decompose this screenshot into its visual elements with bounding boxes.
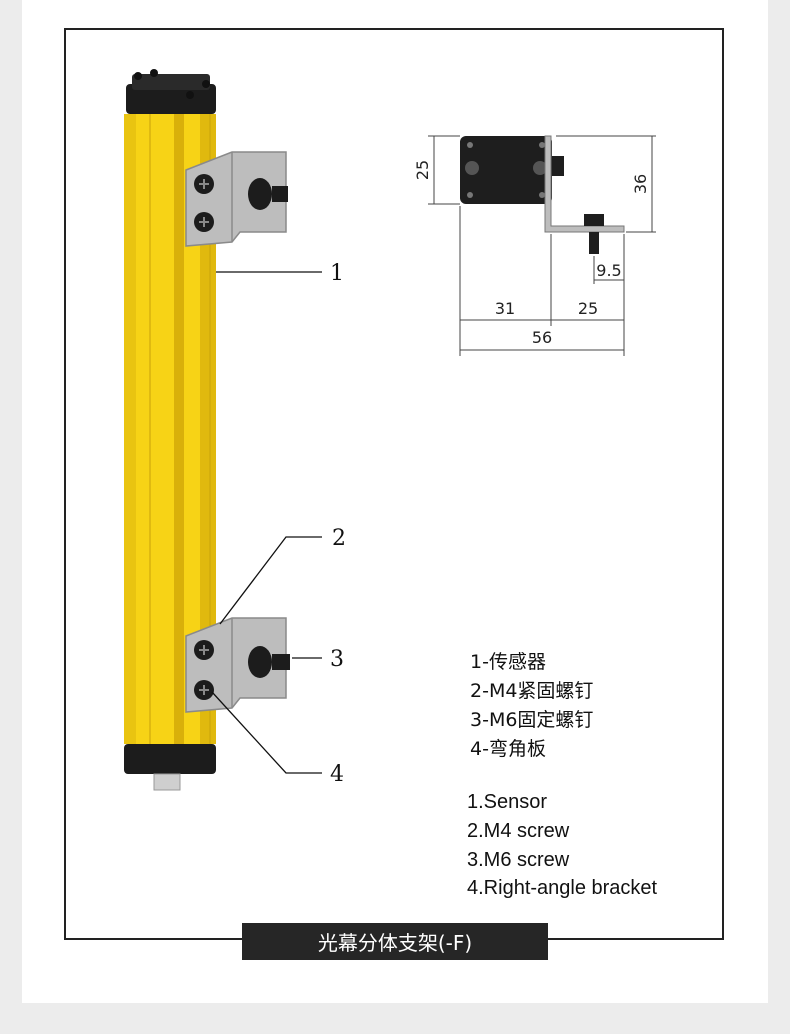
dim-label-screw-length: 9.5: [596, 261, 621, 280]
dim-label-height-right: 36: [631, 174, 650, 194]
sensor-edge-right: [200, 114, 216, 744]
section-screw-icon: [539, 142, 545, 148]
legend-en-2: 2.M4 screw: [467, 820, 570, 842]
legend-cn-3: 3-M6固定螺钉: [470, 709, 594, 731]
callout-4: 4: [330, 762, 344, 787]
callout-1: 1: [330, 261, 344, 286]
caption-banner: 光幕分体支架(-F): [242, 923, 548, 960]
m6-screw-icon: [248, 646, 272, 678]
cap-screw-icon: [150, 69, 158, 77]
screw-cross-icon: [199, 217, 209, 227]
dim-label-height-left: 25: [413, 160, 432, 180]
screw-cross-icon: [199, 179, 209, 189]
sensor-groove: [174, 114, 184, 744]
screw-cross-icon: [199, 685, 209, 695]
dim-label-width-left: 31: [495, 299, 515, 318]
sensor-top-cap: [126, 84, 216, 114]
bracket-lower: [185, 617, 290, 713]
legend-cn-4: 4-弯角板: [470, 738, 546, 760]
callout-2: 2: [332, 526, 346, 551]
section-screw-icon: [467, 142, 473, 148]
legend-en-1: 1.Sensor: [467, 791, 548, 813]
m6-screw-head: [272, 186, 288, 202]
leader-2: [219, 536, 322, 625]
leader-4: [211, 691, 322, 774]
m6-screw-icon: [248, 178, 272, 210]
section-m6-head: [584, 214, 604, 226]
cap-screw-icon: [186, 91, 194, 99]
bracket-upper: [185, 151, 288, 247]
dim-label-width-total: 56: [532, 328, 552, 347]
sensor-top-plate: [132, 74, 210, 90]
bracket-section: [544, 135, 625, 233]
sensor-connector: [153, 773, 181, 791]
sensor-bottom-cap: [124, 744, 216, 774]
section-screw-icon: [467, 192, 473, 198]
legend-cn-1: 1-传感器: [470, 651, 546, 673]
legend-cn-2: 2-M4紧固螺钉: [470, 680, 594, 702]
section-screw-icon: [539, 192, 545, 198]
section-m6-shank: [589, 232, 599, 254]
cap-screw-icon: [202, 80, 210, 88]
m6-screw-head: [272, 654, 290, 670]
callout-leaders: [211, 271, 322, 774]
section-hole-icon: [465, 161, 479, 175]
dim-label-width-right: 25: [578, 299, 598, 318]
callout-3: 3: [330, 647, 344, 672]
cap-screw-icon: [134, 72, 142, 80]
sensor-section: [460, 136, 552, 204]
sensor-edge-left: [124, 114, 136, 744]
section-hole-icon: [533, 161, 547, 175]
legend-en-4: 4.Right-angle bracket: [467, 877, 658, 899]
dimension-drawing: 25 36 9.5 31 25 56: [413, 135, 656, 356]
section-screw-side: [552, 156, 564, 176]
screw-cross-icon: [199, 645, 209, 655]
legend-en-3: 3.M6 screw: [467, 849, 570, 871]
